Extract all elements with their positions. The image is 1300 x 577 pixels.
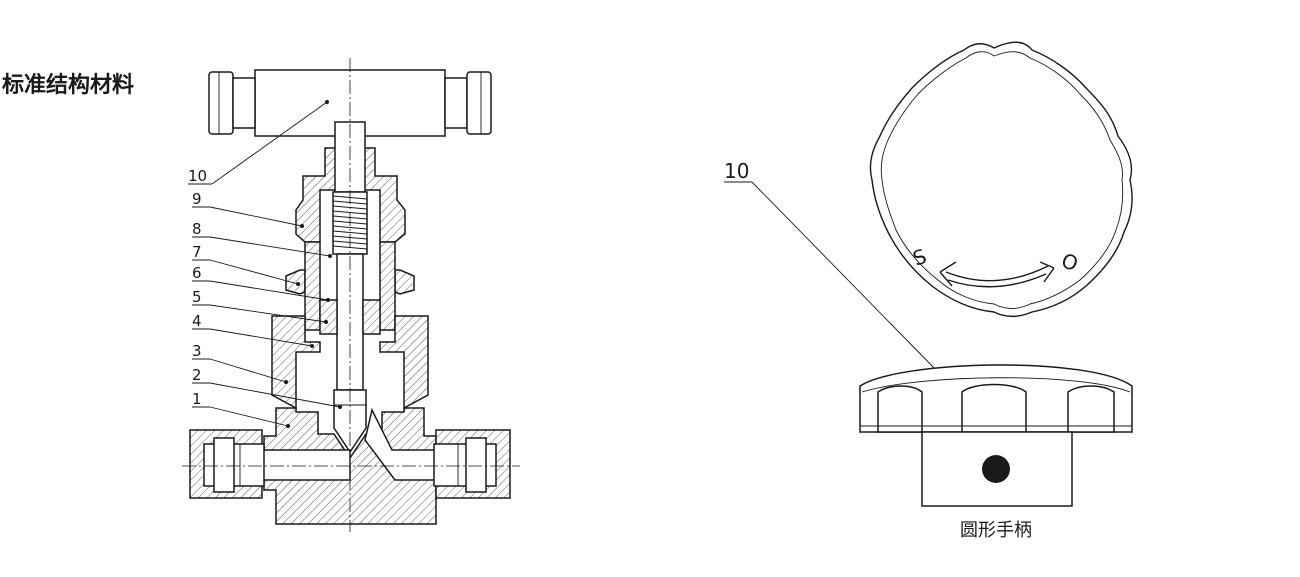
svg-text:7: 7 [192, 243, 202, 261]
svg-text:2: 2 [192, 366, 202, 384]
svg-text:5: 5 [192, 288, 202, 306]
svg-text:4: 4 [192, 312, 202, 330]
label-1: 1 [192, 390, 290, 428]
label-5: 5 [192, 288, 328, 324]
section-title: 标准结构材料 [2, 72, 134, 98]
handwheel-caption: 圆形手柄 [960, 520, 1032, 541]
svg-text:3: 3 [192, 342, 202, 360]
svg-text:9: 9 [192, 190, 202, 208]
needle-valve-section [182, 58, 520, 532]
double-arrow-icon [939, 261, 1055, 288]
label-8: 8 [192, 220, 332, 258]
label-3: 3 [192, 342, 288, 384]
label-2: 2 [192, 366, 342, 409]
label-7: 7 [192, 243, 300, 286]
svg-text:10: 10 [188, 167, 207, 185]
svg-text:6: 6 [192, 264, 202, 282]
open-mark: O [1058, 248, 1081, 276]
close-mark: S [910, 244, 930, 271]
round-handwheel-top-view: S O [869, 41, 1133, 318]
label-4: 4 [192, 312, 314, 348]
round-handwheel-side-view [859, 364, 1133, 507]
svg-text:1: 1 [192, 390, 202, 408]
svg-text:10: 10 [724, 159, 749, 183]
label-6: 6 [192, 264, 330, 302]
svg-text:8: 8 [192, 220, 202, 238]
label-10: 10 [188, 100, 329, 185]
handwheel-label: 10 [724, 159, 941, 375]
part-number-labels: 10 9 8 7 6 5 [188, 100, 342, 428]
set-screw-hole [982, 455, 1010, 483]
label-9: 9 [192, 190, 304, 228]
